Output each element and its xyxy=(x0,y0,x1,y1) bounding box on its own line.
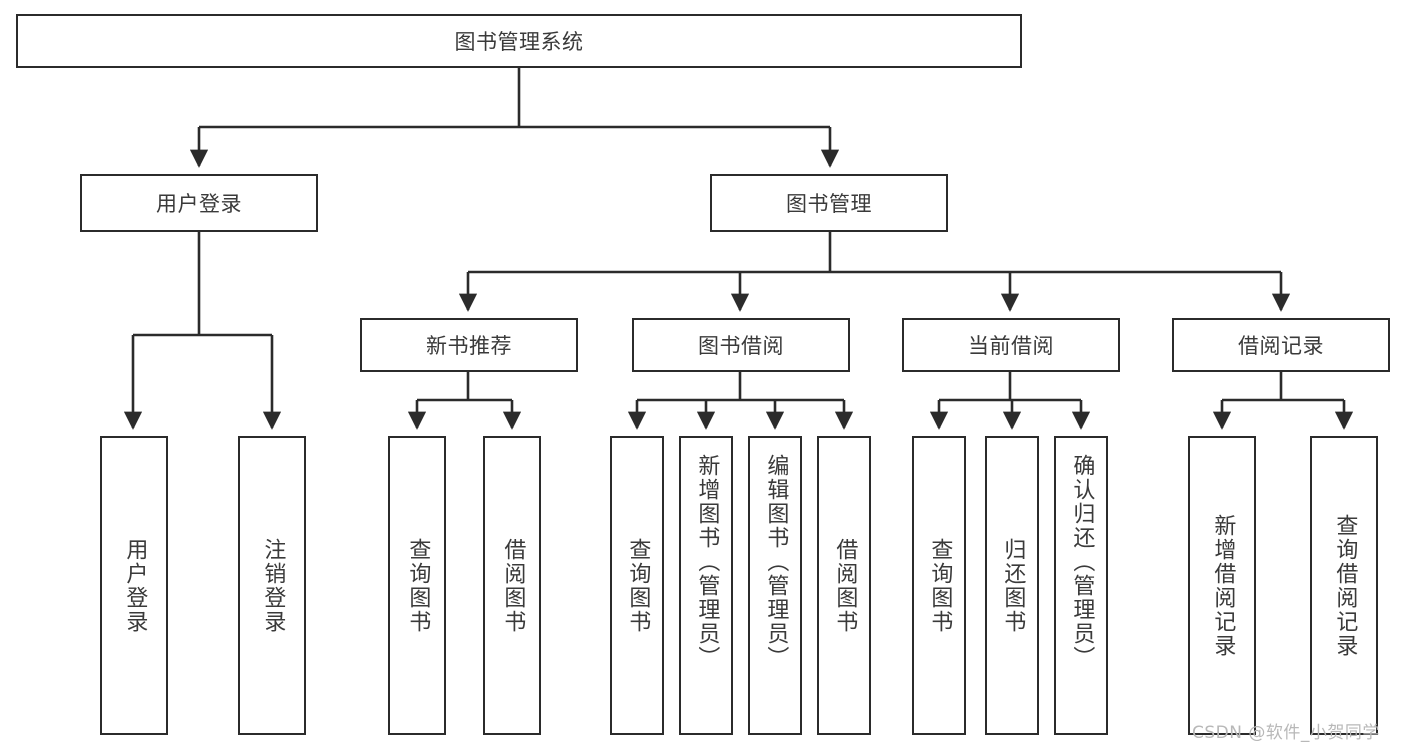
leaf-node[interactable]: 查询借阅记录 xyxy=(1310,436,1378,735)
leaf-node-label: 查询图书 xyxy=(927,537,953,634)
leaf-node[interactable]: 新增图书（管理员） xyxy=(679,436,733,735)
node-book-management[interactable]: 图书管理 xyxy=(710,174,948,232)
leaf-node-label: 新增借阅记录 xyxy=(1210,513,1236,658)
leaf-node[interactable]: 新增借阅记录 xyxy=(1188,436,1256,735)
leaf-node[interactable]: 借阅图书 xyxy=(817,436,871,735)
leaf-node[interactable]: 归还图书 xyxy=(985,436,1039,735)
leaf-node-label: 编辑图书（管理员） xyxy=(763,454,789,670)
node-user-login-label: 用户登录 xyxy=(156,192,242,216)
leaf-node-label: 借阅图书 xyxy=(832,537,858,634)
node-book-borrow[interactable]: 图书借阅 xyxy=(632,318,850,372)
watermark-text: CSDN @软件_小贺同学 xyxy=(1192,723,1380,743)
node-book-borrow-label: 图书借阅 xyxy=(698,334,784,358)
node-borrow-records-label: 借阅记录 xyxy=(1238,334,1324,358)
leaf-node-label: 新增图书（管理员） xyxy=(694,454,720,670)
leaf-node-label: 查询借阅记录 xyxy=(1332,513,1358,658)
node-user-login[interactable]: 用户登录 xyxy=(80,174,318,232)
node-root[interactable]: 图书管理系统 xyxy=(16,14,1022,68)
leaf-node-label: 注销登录 xyxy=(260,537,286,634)
node-book-management-label: 图书管理 xyxy=(786,192,872,216)
node-current-borrow[interactable]: 当前借阅 xyxy=(902,318,1120,372)
node-root-label: 图书管理系统 xyxy=(454,30,584,54)
leaf-node[interactable]: 查询图书 xyxy=(388,436,446,735)
leaf-node-label: 归还图书 xyxy=(1000,537,1026,634)
node-new-book-recommend-label: 新书推荐 xyxy=(426,334,512,358)
leaf-node-label: 查询图书 xyxy=(405,537,431,634)
leaf-node-label: 查询图书 xyxy=(625,537,651,634)
leaf-node[interactable]: 查询图书 xyxy=(610,436,664,735)
leaf-node[interactable]: 用户登录 xyxy=(100,436,168,735)
leaf-node-label: 用户登录 xyxy=(122,537,148,634)
leaf-node-label: 借阅图书 xyxy=(500,537,526,634)
leaf-node-label: 确认归还（管理员） xyxy=(1069,454,1095,670)
leaf-node[interactable]: 借阅图书 xyxy=(483,436,541,735)
node-current-borrow-label: 当前借阅 xyxy=(968,334,1054,358)
leaf-node[interactable]: 确认归还（管理员） xyxy=(1054,436,1108,735)
leaf-node[interactable]: 查询图书 xyxy=(912,436,966,735)
node-borrow-records[interactable]: 借阅记录 xyxy=(1172,318,1390,372)
leaf-node[interactable]: 注销登录 xyxy=(238,436,306,735)
leaf-node[interactable]: 编辑图书（管理员） xyxy=(748,436,802,735)
node-new-book-recommend[interactable]: 新书推荐 xyxy=(360,318,578,372)
